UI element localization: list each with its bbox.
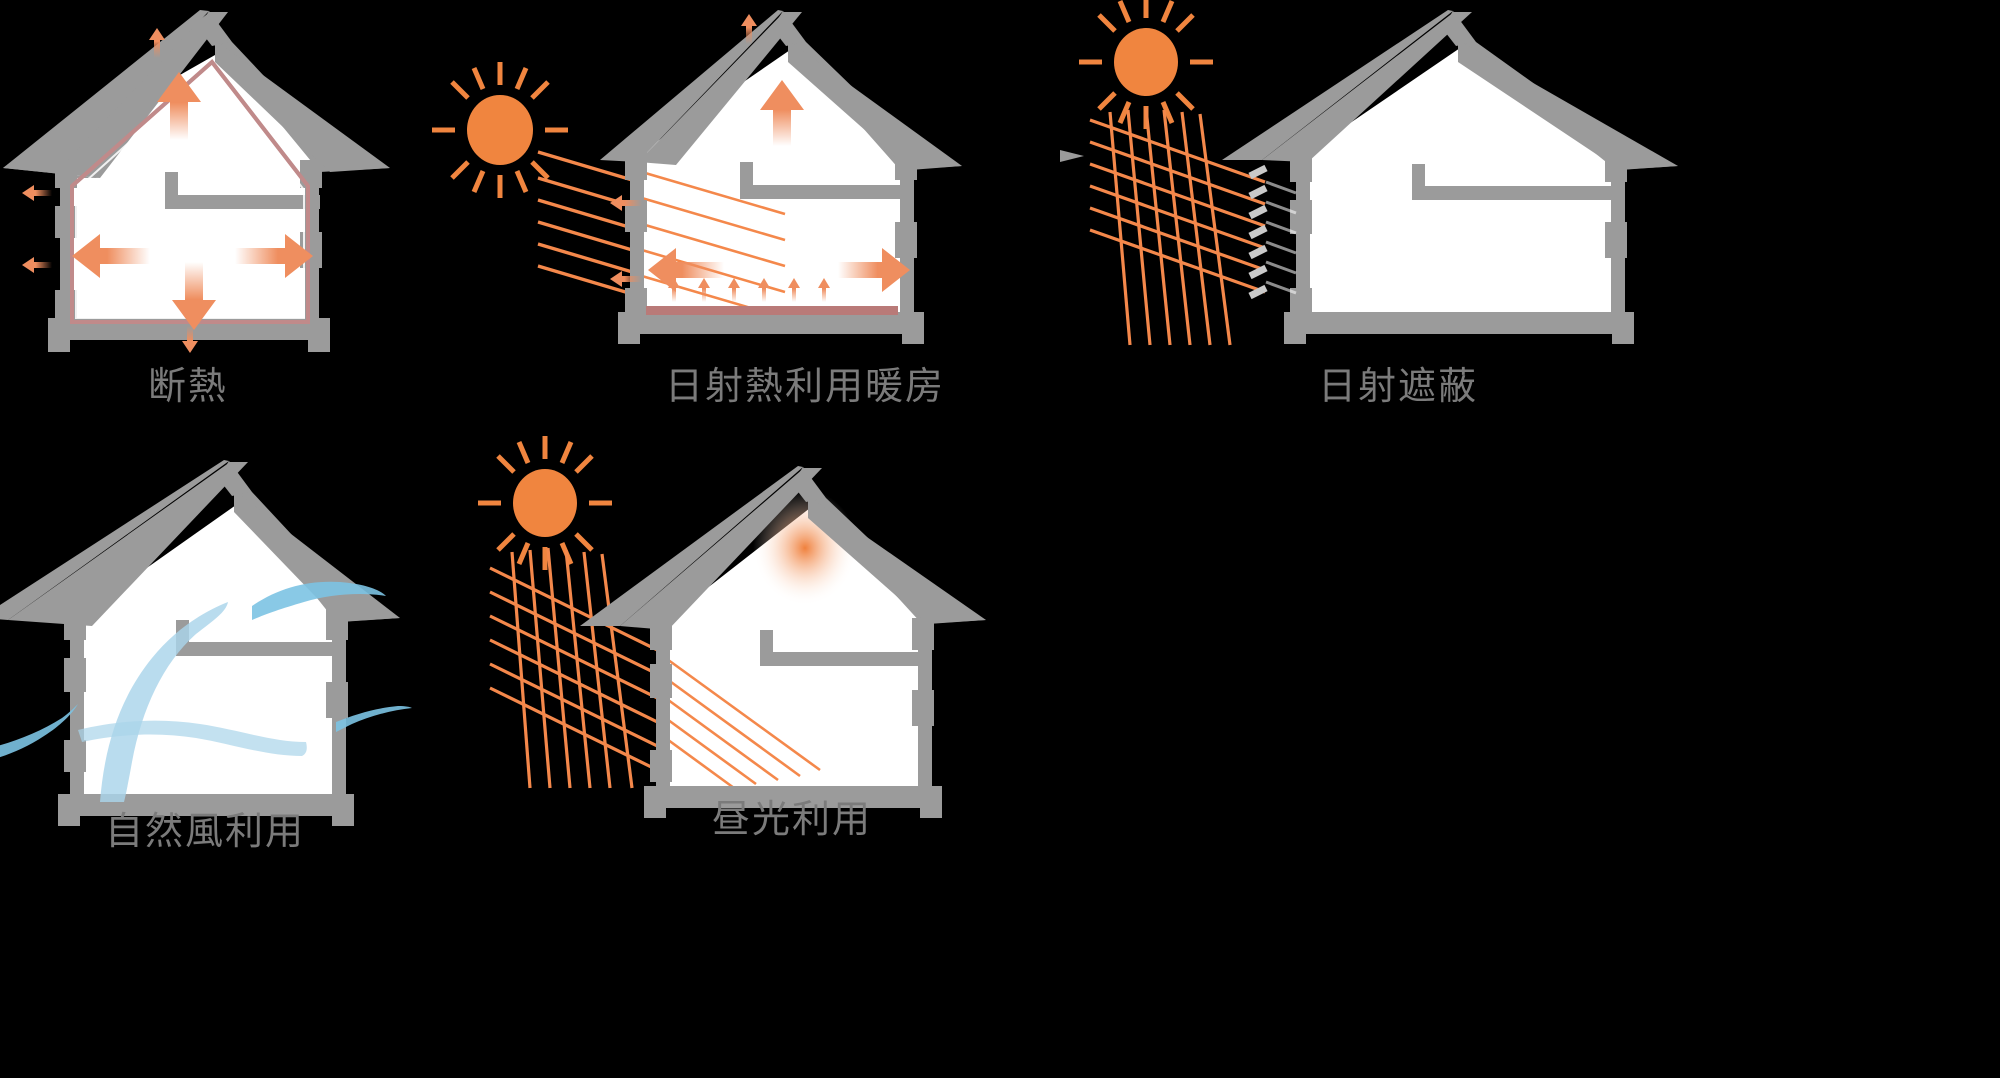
arrow-window-gain-left-lower bbox=[610, 271, 642, 287]
walls bbox=[618, 150, 924, 344]
walls bbox=[58, 608, 354, 826]
walls bbox=[644, 618, 942, 818]
arrows-floor-radiant-up bbox=[668, 278, 830, 302]
wind-outlet-roof-top bbox=[252, 581, 386, 620]
shading-louvers bbox=[1248, 164, 1268, 300]
wind-streams bbox=[0, 581, 412, 802]
roof bbox=[3, 10, 390, 178]
arrow-room-heat-left bbox=[648, 248, 724, 292]
wind-cross-flow-lower bbox=[78, 720, 307, 756]
transmitted-light bbox=[1265, 180, 1297, 295]
caption-natural-ventilation: 自然風利用 bbox=[105, 809, 306, 853]
solar-rays-diagonal bbox=[1089, 118, 1266, 294]
panel-daylighting: 昼光利用 bbox=[460, 436, 1020, 850]
arrow-floor-heat-down bbox=[172, 262, 216, 330]
interior-daylight-rays bbox=[659, 652, 821, 790]
wind-inlet-low-left bbox=[0, 704, 78, 758]
arrow-room-heat-right bbox=[838, 248, 910, 292]
caption-daylighting: 昼光利用 bbox=[712, 797, 873, 841]
caption-insulation: 断熱 bbox=[148, 364, 229, 408]
roof bbox=[600, 10, 962, 170]
caption-solar-shading: 日射遮蔽 bbox=[1318, 364, 1479, 408]
arrow-wall-loss-left-upper bbox=[22, 185, 52, 201]
panel-solar-heat-gain-heating: 日射熱利用暖房 bbox=[432, 0, 1000, 408]
walls bbox=[1284, 150, 1634, 344]
panel-insulation: 断熱 bbox=[0, 0, 420, 408]
arrow-roof-ridge-up bbox=[741, 14, 757, 44]
arrow-window-gain-left-upper bbox=[610, 195, 642, 211]
arrow-wall-loss-left-lower bbox=[22, 257, 52, 273]
insulation-envelope-line bbox=[70, 59, 310, 324]
roof bbox=[1222, 10, 1678, 170]
sun-icon bbox=[432, 62, 568, 198]
caption-solar-heat-gain-heating: 日射熱利用暖房 bbox=[665, 364, 946, 408]
arrow-roof-ridge-loss-up bbox=[149, 28, 165, 58]
roof bbox=[580, 466, 986, 630]
thermal-mass-floor bbox=[646, 306, 898, 315]
sun-icon bbox=[478, 436, 612, 570]
adjacent-roof-sliver bbox=[1060, 150, 1084, 162]
arrow-attic-heat-up bbox=[157, 72, 201, 140]
arrow-ground-loss-down bbox=[182, 326, 198, 353]
panel-natural-ventilation: 自然風利用 bbox=[0, 450, 430, 853]
arrow-attic-heat-up bbox=[760, 80, 804, 146]
solar-rays-vertical bbox=[510, 547, 634, 789]
solar-rays-inside-room bbox=[634, 168, 786, 320]
wind-outlet-right bbox=[336, 706, 412, 732]
panel-solar-shading: 日射遮蔽 bbox=[1060, 0, 2000, 408]
sun-icon bbox=[1079, 0, 1213, 129]
wind-stack-up-interior bbox=[100, 602, 228, 802]
arrow-interior-heat-left bbox=[72, 234, 150, 278]
solar-rays-vertical bbox=[1108, 107, 1232, 346]
arrow-interior-heat-right bbox=[235, 234, 313, 278]
